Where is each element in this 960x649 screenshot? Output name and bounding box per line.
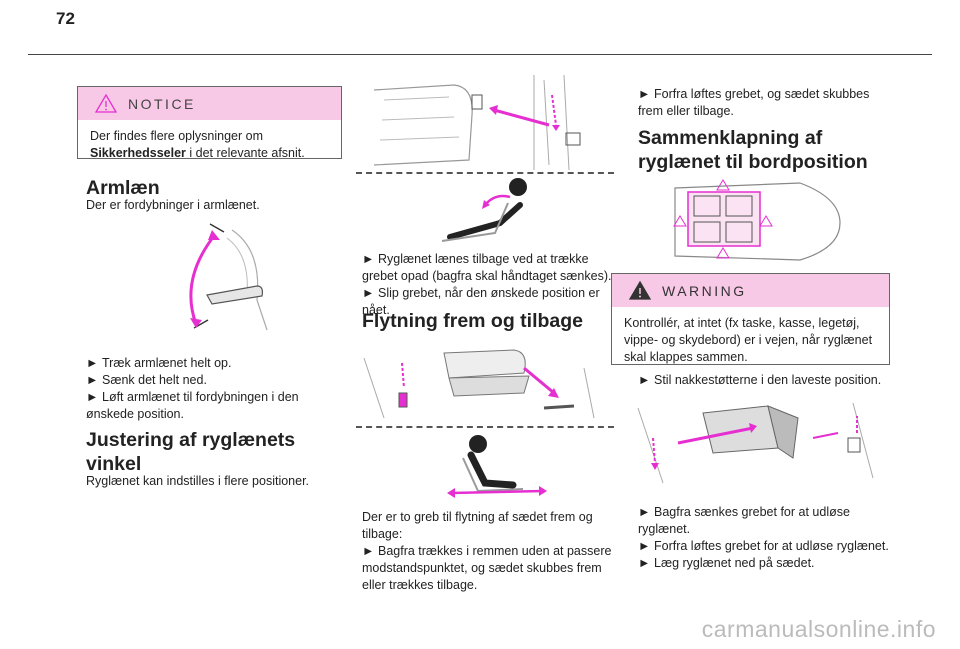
warning-box: WARNING Kontrollér, at intet (fx taske, … [611,273,890,365]
seat-recline-lever-illustration [373,74,581,171]
notice-link: Sikkerhedsseler [90,146,186,160]
notice-body: Der findes flere oplysninger om Sikkerhe… [78,120,341,170]
step-arrow: ► [86,390,99,404]
page-number: 72 [56,9,75,28]
armrest-illustration [189,223,268,331]
step-arrow: ► [362,286,375,300]
notice-box: NOTICE Der findes flere oplysninger om S… [77,86,342,160]
heading-sammenklapning-line2: ryglænet til bordposition [638,151,868,173]
warning-label: WARNING [662,283,747,299]
step: ►Bagfra sænkes grebet for at udløse rygl… [638,505,850,536]
heading-armlaen: Armlæn [86,177,160,199]
step-arrow: ► [86,373,99,387]
justering-intro: Ryglænet kan indstilles i flere position… [86,474,310,488]
fold-backrest-illustration [637,402,874,484]
step: ►Forfra løftes grebet for at udløse rygl… [638,539,889,553]
notice-header: NOTICE [78,87,341,120]
step-arrow: ► [638,505,651,519]
step: ►Stil nakkestøtterne i den laveste posit… [638,373,882,387]
warning-body: Kontrollér, at intet (fx taske, kasse, l… [624,316,873,364]
armlaen-intro: Der er fordybninger i armlænet. [86,198,260,212]
heading-justering: Justering af ryglænets vinkel [86,428,295,476]
notice-label: NOTICE [128,96,196,112]
flytning-intro: Der er to greb til flytning af sædet fre… [362,510,593,541]
notice-text: Der findes flere oplysninger om [90,129,263,143]
armlaen-steps: ►Træk armlænet helt op. ►Sænk det helt n… [86,355,348,423]
final-steps: ►Bagfra sænkes grebet for at udløse rygl… [638,504,900,572]
flytning-step-continued: ►Forfra løftes grebet, og sædet skubbes … [638,86,893,120]
warning-triangle-icon [628,280,652,300]
recline-person-icon [441,178,527,242]
divider-dashed [356,426,614,428]
step: ►Løft armlænet til fordybningen i den øn… [86,390,299,421]
heading-justering-line2: vinkel [86,453,142,475]
step-arrow: ► [86,356,99,370]
step-arrow: ► [638,556,651,570]
step: ►Ryglænet lænes tilbage ved at trække gr… [362,252,612,283]
step: ►Forfra løftes grebet, og sædet skubbes … [638,87,870,118]
warning-triangle-icon [94,93,118,113]
heading-sammenklapning-line1: Sammenklapning af [638,127,823,149]
step-arrow: ► [638,539,651,553]
heading-flytning: Flytning frem og tilbage [362,310,584,332]
notice-text-end: i det relevante afsnit. [185,146,305,160]
header-rule [28,54,932,55]
step: ►Læg ryglænet ned på sædet. [638,556,815,570]
heading-sammenklapning: Sammenklapning af ryglænet til bordposit… [638,126,868,174]
step-arrow: ► [638,87,651,101]
slide-person-icon [447,435,547,498]
step-arrow: ► [638,373,651,387]
warning-header: WARNING [612,274,889,307]
step: ►Sænk det helt ned. [86,373,207,387]
step: ►Bagfra trækkes i remmen uden at passere… [362,544,612,592]
seat-slide-illustration [363,349,595,419]
divider-dashed [356,172,614,174]
seat-layout-diagram [673,179,841,261]
nakkestotte-step: ►Stil nakkestøtterne i den laveste posit… [638,372,893,389]
step: ►Slip grebet, når den ønskede position e… [362,286,600,317]
ryglaen-steps: ►Ryglænet lænes tilbage ved at trække gr… [362,251,622,319]
step-arrow: ► [362,252,375,266]
heading-justering-line1: Justering af ryglænets [86,429,296,451]
flytning-text: Der er to greb til flytning af sædet fre… [362,509,624,594]
step: ►Træk armlænet helt op. [86,356,232,370]
watermark: carmanualsonline.info [701,616,936,642]
step-arrow: ► [362,544,375,558]
